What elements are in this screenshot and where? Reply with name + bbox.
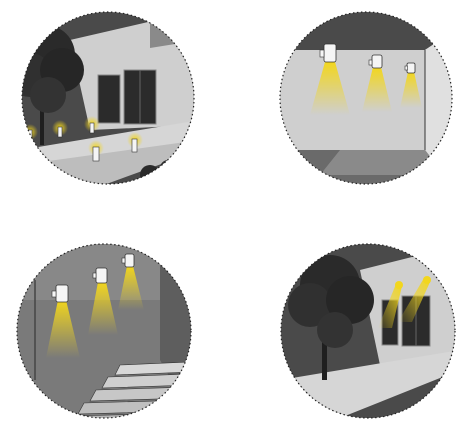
garden-bollard-lights-scene <box>8 10 200 190</box>
tree-uplights-scene <box>280 242 460 422</box>
wall-spotlights-downward-scene <box>280 10 455 190</box>
staircase-wall-lights-scene <box>15 242 195 428</box>
